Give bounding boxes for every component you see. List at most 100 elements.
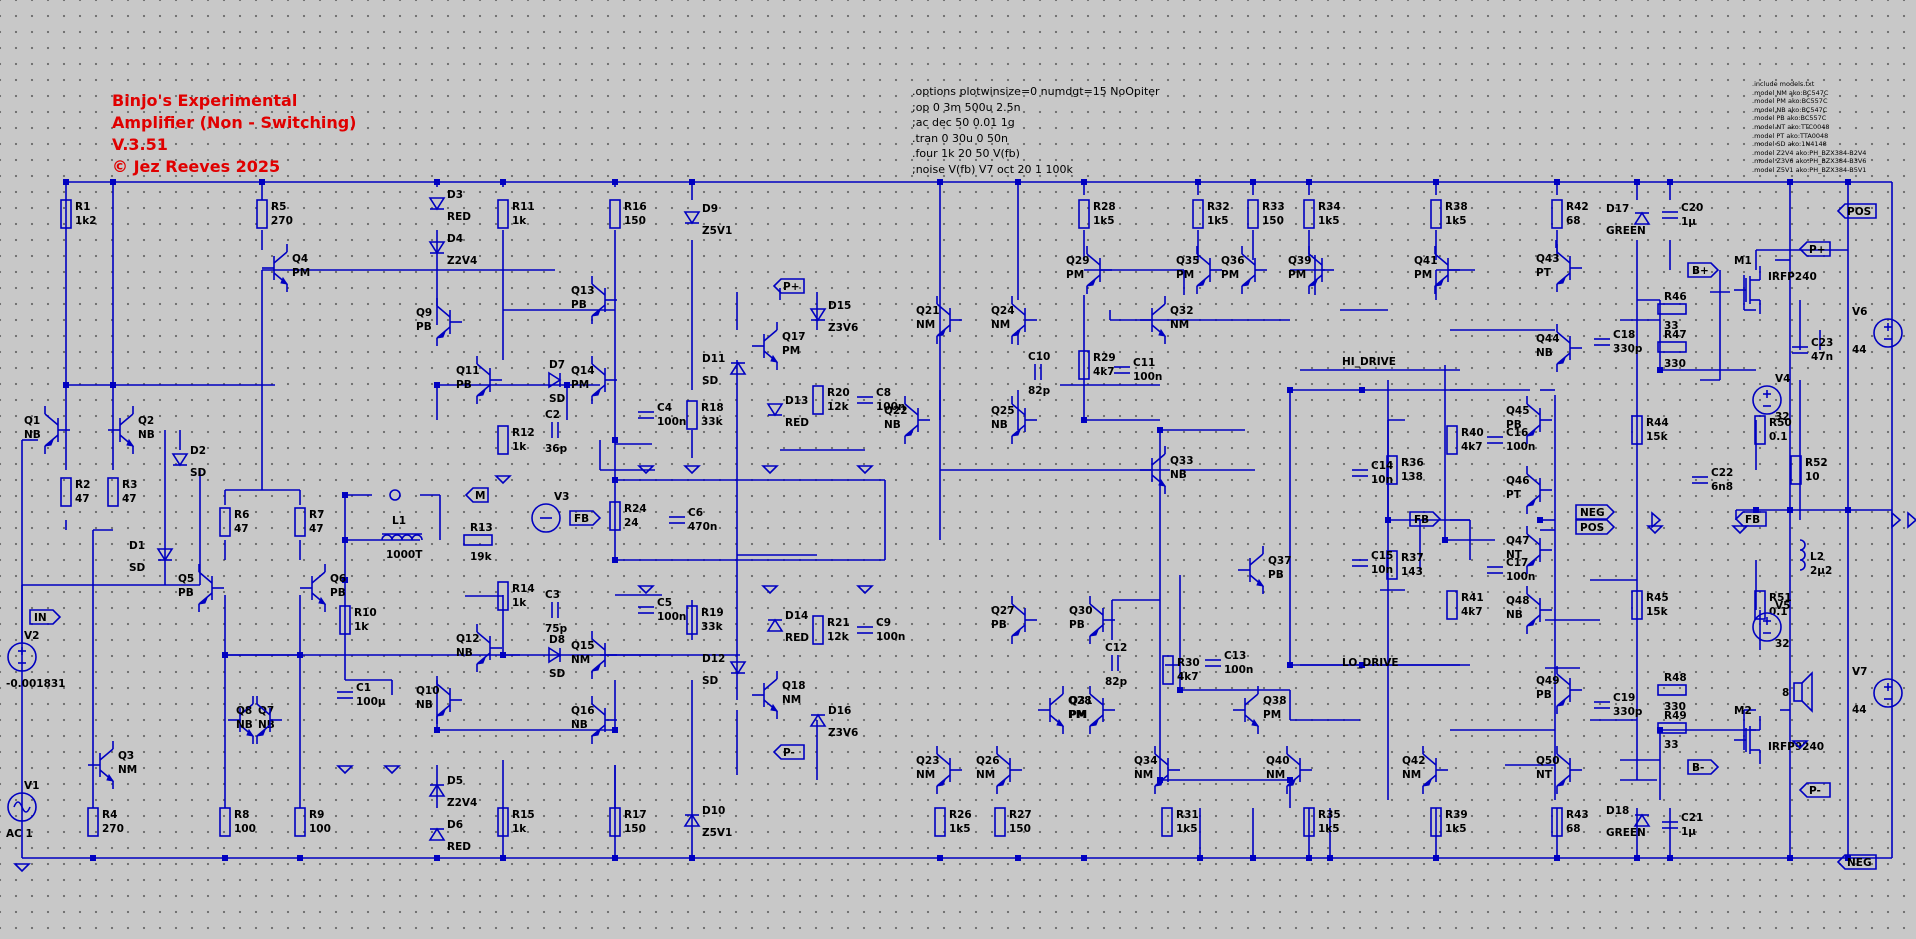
net-label[interactable]: FB — [1734, 511, 1767, 527]
diodes[interactable]: D3REDD4Z2V4D9Z5V1D2SDD1SDD7SDD8SDD5Z2V4D… — [129, 189, 1651, 853]
net-label[interactable]: POS — [1575, 519, 1616, 535]
net-label[interactable]: POS — [1836, 203, 1877, 219]
spice-directives[interactable]: .options plotwinsize=0 numdgt=15 NoOpite… — [912, 84, 1160, 177]
resistors[interactable]: R11k2R5270R111kR16150R247R347R647R747R12… — [60, 199, 1828, 837]
voltage-source[interactable]: V3 — [531, 491, 569, 533]
wires[interactable] — [21, 181, 1893, 859]
net-label[interactable]: P+ — [772, 278, 805, 294]
junction-dots[interactable] — [63, 179, 1851, 861]
ground-symbols[interactable] — [13, 465, 1809, 873]
supply-arrows[interactable] — [1651, 511, 1916, 529]
speaker[interactable]: 8 — [1782, 671, 1813, 713]
net-label[interactable]: IN — [29, 609, 62, 625]
model-directives[interactable]: .include models.txt .model NM ako:BC547C… — [1752, 80, 1866, 175]
